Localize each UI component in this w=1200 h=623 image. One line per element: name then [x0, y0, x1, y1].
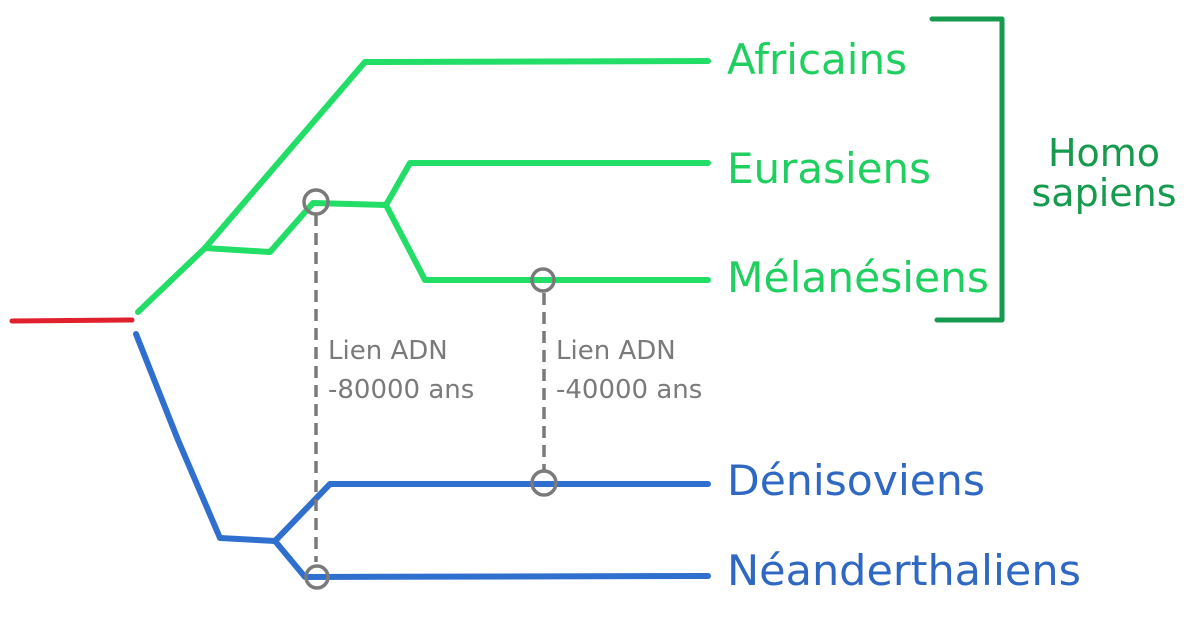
- dna-link-80000-label-line1: Lien ADN: [328, 336, 448, 366]
- branch-melanesiens: [383, 202, 711, 283]
- label-eurasiens: Eurasiens: [727, 144, 931, 193]
- branch-sapiens-stem: [135, 245, 208, 315]
- branch-eurasiens: [383, 160, 711, 208]
- label-africains: Africains: [727, 35, 907, 84]
- dna-link-80000-top-circle: [302, 188, 330, 216]
- group-label-line2: sapiens: [1031, 171, 1176, 215]
- dna-link-40000-label-line2: -40000 ans: [556, 375, 702, 405]
- branch-africains: [202, 58, 711, 251]
- group-label-line1: Homo: [1048, 131, 1160, 175]
- dna-link-40000-top-circle: [530, 267, 556, 293]
- root-branch: [9, 317, 135, 324]
- branch-neanderthaliens: [272, 538, 711, 580]
- dna-link-40000-label-line1: Lien ADN: [556, 336, 676, 366]
- homo-sapiens-bracket: [929, 16, 1005, 323]
- branch-archaic-stem: [133, 331, 278, 544]
- dna-link-40000-bottom-circle: [530, 469, 558, 497]
- label-denisoviens: Dénisoviens: [727, 456, 985, 505]
- label-melanesiens: Mélanésiens: [727, 253, 989, 302]
- label-neanderthaliens: Néanderthaliens: [727, 546, 1081, 595]
- branch-non-african: [202, 200, 389, 255]
- dna-link-80000-label-line2: -80000 ans: [328, 375, 474, 405]
- branch-denisoviens: [272, 481, 711, 544]
- dna-link-80000-bottom-circle: [304, 564, 330, 590]
